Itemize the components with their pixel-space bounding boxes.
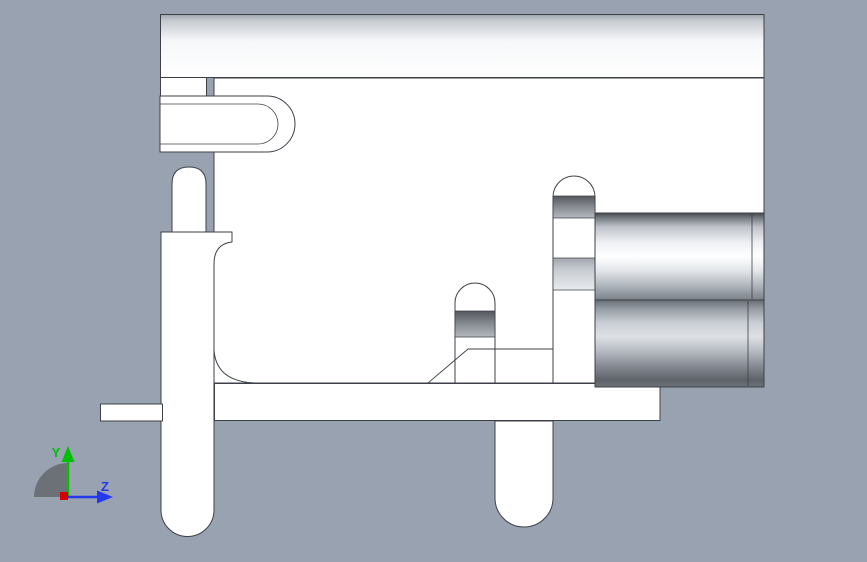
part-right-pin-band-lower <box>552 257 596 291</box>
axis-rotation-sector <box>34 463 68 497</box>
part-bottom-rail <box>214 383 661 421</box>
part-mount-foot <box>100 403 163 422</box>
part-lower-barrel <box>594 299 765 388</box>
part-white-surfaces <box>100 77 765 537</box>
part-hook-flange <box>159 95 296 153</box>
y-axis-arrowhead <box>61 446 75 462</box>
part-step-edge <box>427 348 553 384</box>
part-center-pin-band <box>454 310 496 338</box>
axis-triad: Y Z <box>34 445 113 504</box>
part-left-leg <box>160 231 233 537</box>
y-axis-label: Y <box>52 445 61 460</box>
part-left-tab <box>171 166 207 247</box>
part-bottom-pin <box>494 420 554 528</box>
part-upper-barrel <box>594 212 765 301</box>
part-right-pin-band-upper <box>552 195 596 219</box>
part-top-band <box>160 14 765 78</box>
z-axis-label: Z <box>101 479 109 494</box>
z-axis-arrowhead <box>97 490 113 504</box>
x-axis-dot <box>60 492 68 500</box>
part-hook-inner-edge <box>160 103 279 145</box>
part-side-view <box>100 14 765 537</box>
part-hook-joint <box>160 77 207 97</box>
